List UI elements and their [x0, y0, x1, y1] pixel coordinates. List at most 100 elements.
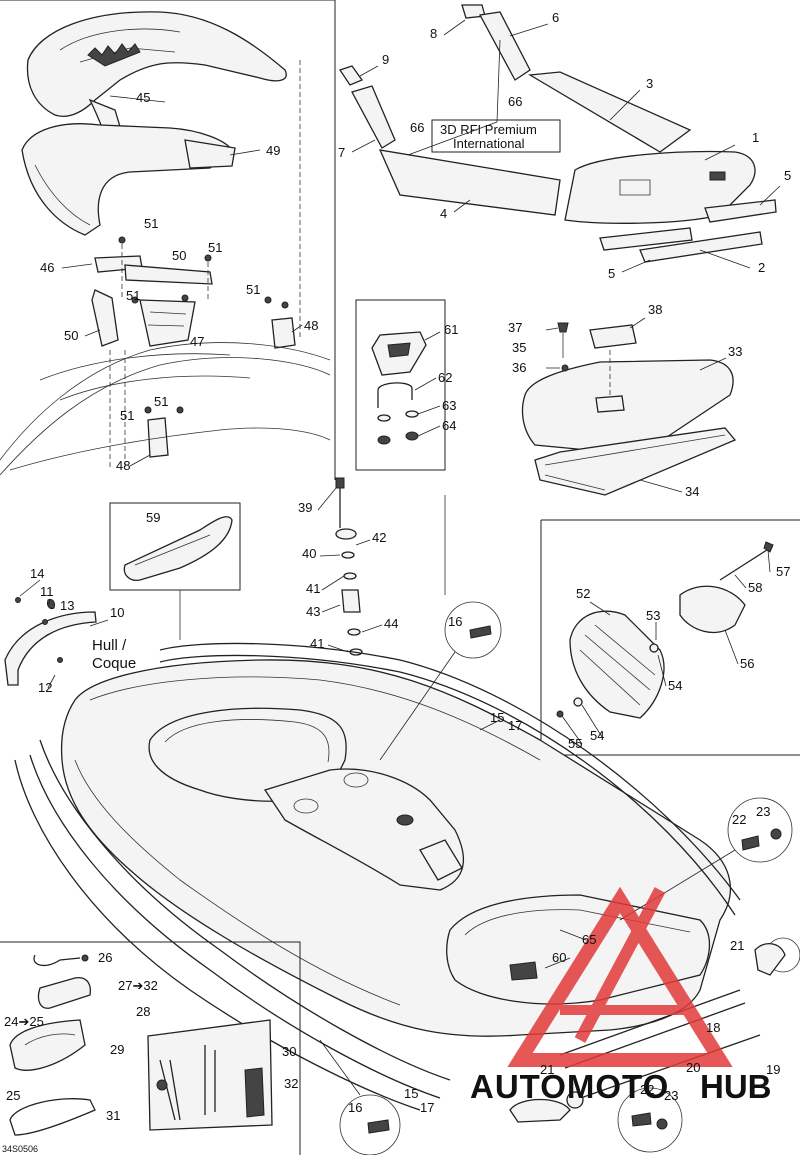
- callout-51f: 51: [120, 408, 134, 423]
- callout-66a: 66: [410, 120, 424, 135]
- callout-62: 62: [438, 370, 452, 385]
- callout-1: 1: [752, 130, 759, 145]
- callout-36: 36: [512, 360, 526, 375]
- callout-46: 46: [40, 260, 54, 275]
- seat-inset-frame: [0, 0, 336, 480]
- callout-4: 4: [440, 206, 447, 221]
- callout-37: 37: [508, 320, 522, 335]
- callout-35: 35: [512, 340, 526, 355]
- callout-6: 6: [552, 10, 559, 25]
- callout-63: 63: [442, 398, 456, 413]
- storage-lid-33-38: [521, 322, 737, 496]
- callout-12: 12: [38, 680, 52, 695]
- callout-21b: 21: [540, 1062, 554, 1077]
- callout-18: 18: [706, 1020, 720, 1035]
- vent-parts-52-58: [556, 541, 774, 719]
- callout-59: 59: [146, 510, 160, 525]
- callout-3: 3: [646, 76, 653, 91]
- callout-32: 32: [284, 1076, 298, 1091]
- callout-50b: 50: [64, 328, 78, 343]
- gunwale-rails-15-17: [14, 642, 741, 1111]
- handle-parts-61-64: [371, 331, 427, 445]
- callout-55: 55: [568, 736, 582, 751]
- inset-hull-outline: [0, 342, 331, 476]
- callout-25: 25: [6, 1088, 20, 1103]
- callout-31: 31: [106, 1108, 120, 1123]
- callout-10: 10: [110, 605, 124, 620]
- callout-22a: 22: [732, 812, 746, 827]
- latch-assembly-46-51: [91, 60, 301, 470]
- model-label-line1: 3D RFI Premium: [440, 122, 537, 137]
- watermark-logo: [507, 886, 733, 1067]
- model-label-box: [431, 119, 561, 153]
- callout-58: 58: [748, 580, 762, 595]
- callout-51a: 51: [144, 216, 158, 231]
- callout-60: 60: [552, 950, 566, 965]
- callout-51c: 51: [126, 288, 140, 303]
- callout-41a: 41: [306, 581, 320, 596]
- callout-13: 13: [60, 598, 74, 613]
- callout-23a: 23: [756, 804, 770, 819]
- callout-38: 38: [648, 302, 662, 317]
- callout-2: 2: [758, 260, 765, 275]
- callout-17a: 17: [508, 718, 522, 733]
- callout-9: 9: [382, 52, 389, 67]
- drawing-code: 34S0506: [2, 1144, 38, 1154]
- callout-53: 53: [646, 608, 660, 623]
- callout-52: 52: [576, 586, 590, 601]
- leader-lines: [19, 19, 781, 969]
- callout-64: 64: [442, 418, 456, 433]
- callout-5b: 5: [608, 266, 615, 281]
- handle-inset-frame: [355, 299, 446, 471]
- callout-11: 11: [40, 584, 54, 599]
- trim-part-10: [4, 597, 97, 686]
- callout-14: 14: [30, 566, 44, 581]
- toolkit-parts-24-32: [9, 954, 273, 1136]
- callout-15b: 15: [404, 1086, 418, 1101]
- callout-47: 47: [190, 334, 204, 349]
- callout-66b: 66: [508, 94, 522, 109]
- ref-24-25: 24➔25: [4, 1014, 44, 1029]
- callout-51b: 51: [208, 240, 222, 255]
- callout-54a: 54: [668, 678, 682, 693]
- callout-34: 34: [685, 484, 699, 499]
- callout-48b: 48: [116, 458, 130, 473]
- toolkit-inset-frame: [0, 941, 301, 1155]
- callout-44: 44: [384, 616, 398, 631]
- callout-28: 28: [136, 1004, 150, 1019]
- detail-bubbles: [179, 495, 800, 1155]
- callout-57: 57: [776, 564, 790, 579]
- callout-16b: 16: [348, 1100, 362, 1115]
- callout-51d: 51: [246, 282, 260, 297]
- model-label-line2: International: [453, 136, 525, 151]
- watermark-text-auto: AUTOMOTO: [470, 1068, 669, 1105]
- seat-base-part-49: [21, 123, 236, 236]
- callout-61: 61: [444, 322, 458, 337]
- inset-59-frame: [109, 502, 241, 591]
- callout-48a: 48: [304, 318, 318, 333]
- callout-7: 7: [338, 145, 345, 160]
- callout-29: 29: [110, 1042, 124, 1057]
- callout-5a: 5: [784, 168, 791, 183]
- callout-41b: 41: [310, 636, 324, 651]
- callout-8: 8: [430, 26, 437, 41]
- coque-label: Coque: [92, 655, 136, 672]
- callout-22b: 22: [640, 1082, 654, 1097]
- callout-50a: 50: [172, 248, 186, 263]
- ref-27-32: 27➔32: [118, 978, 158, 993]
- callout-26: 26: [98, 950, 112, 965]
- callout-30: 30: [282, 1044, 296, 1059]
- deck-mats-1-9: [338, 4, 777, 263]
- callout-51e: 51: [154, 394, 168, 409]
- callout-65: 65: [582, 932, 596, 947]
- callout-21a: 21: [730, 938, 744, 953]
- callout-56: 56: [740, 656, 754, 671]
- callout-17b: 17: [420, 1100, 434, 1115]
- watermark-text-hub: HUB: [700, 1068, 772, 1105]
- callout-20: 20: [686, 1060, 700, 1075]
- callout-numbers: 1 2 3 4 5 5 6 7 8 9 10 11 12 13 14 15 15…: [6, 10, 791, 1123]
- bumper-stack-39-44: [335, 477, 363, 656]
- callout-23b: 23: [664, 1088, 678, 1103]
- callout-42: 42: [372, 530, 386, 545]
